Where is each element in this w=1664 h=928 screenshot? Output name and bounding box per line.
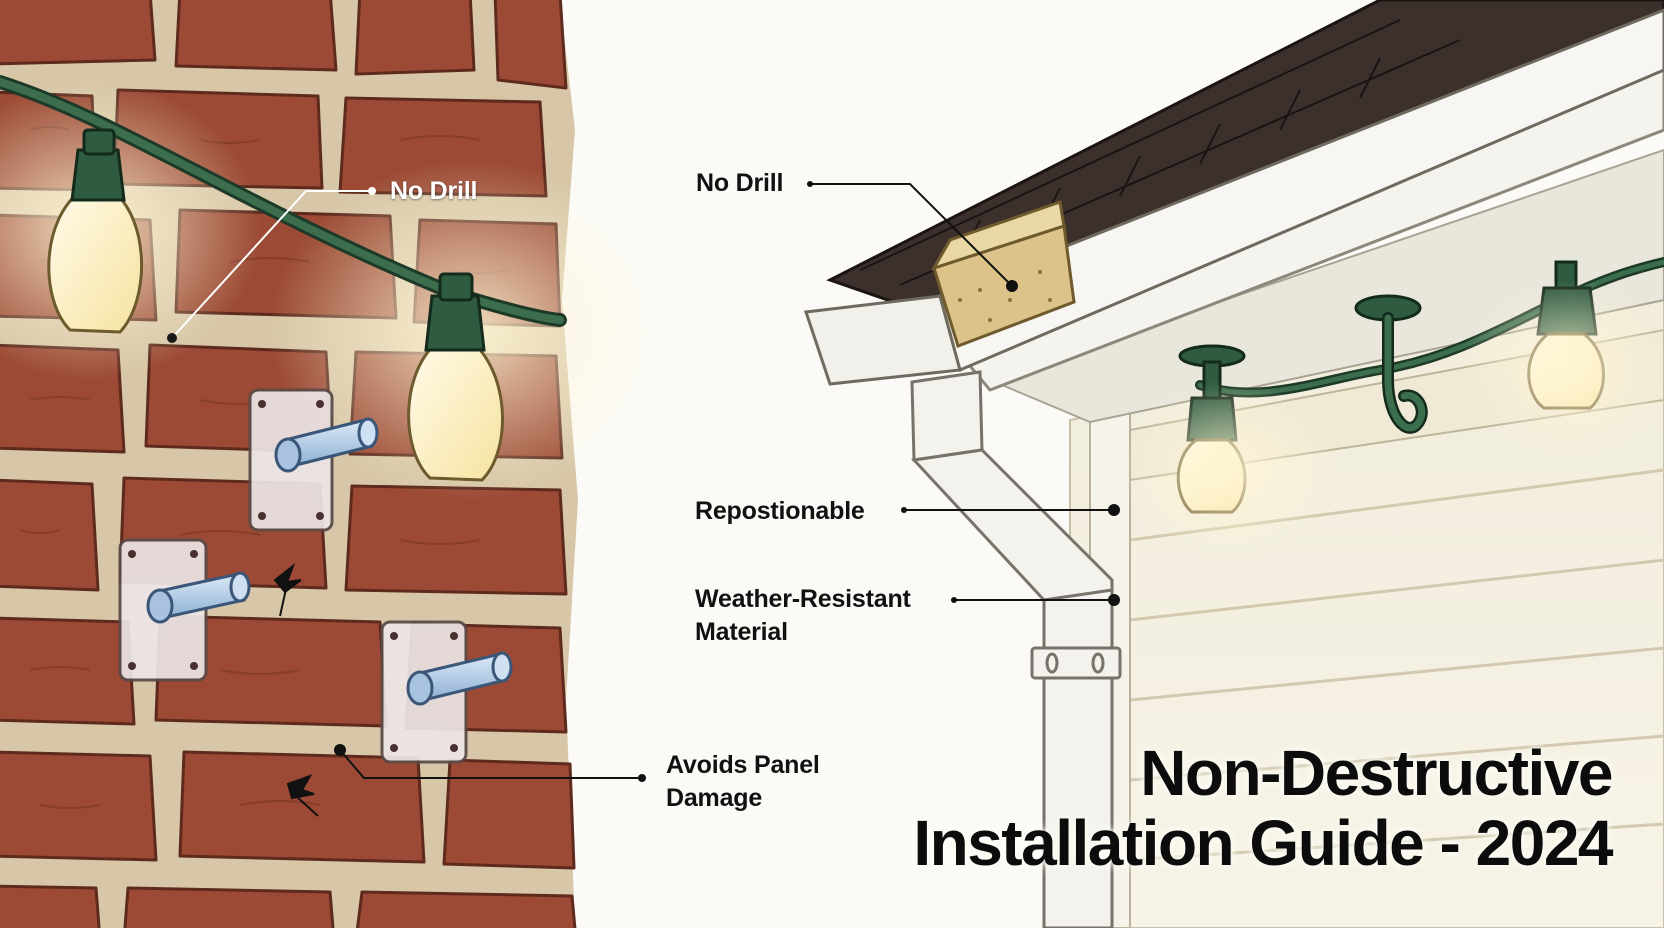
leader-avoids — [339, 749, 642, 779]
house-eave — [803, 0, 1664, 928]
leader-no-drill-roof — [810, 183, 1013, 287]
bulb-icon — [47, 128, 143, 334]
callout-repositionable: Repostionable — [695, 497, 865, 525]
leader-dot — [901, 507, 907, 513]
callout-leaders — [167, 181, 1120, 782]
title-line2: Installation Guide - 2024 — [913, 807, 1613, 879]
crack-icon — [273, 563, 319, 817]
leader-no-drill-brick — [171, 190, 372, 339]
callout-avoids-line2: Damage — [666, 784, 763, 812]
adhesive-block-icon — [930, 200, 1076, 348]
bulb-icon — [407, 272, 504, 482]
leader-dot — [1108, 594, 1120, 606]
callout-no-drill-roof: No Drill — [696, 169, 784, 197]
callout-avoids-panel-damage: Avoids Panel Damage — [666, 749, 820, 815]
leader-dot — [368, 187, 376, 195]
leader-dot — [167, 333, 177, 343]
brick-wall — [0, 0, 670, 928]
page-title: Non-Destructive Installation Guide - 202… — [913, 737, 1613, 879]
adhesive-hook-icon — [118, 538, 251, 682]
adhesive-hook-icon — [380, 620, 513, 764]
leader-dot — [1108, 504, 1120, 516]
callout-weather-line1: Weather-Resistant — [695, 585, 911, 613]
hook-icon — [1354, 294, 1428, 434]
callout-weather-resistant: Weather-Resistant Material — [695, 583, 911, 649]
leader-dot — [638, 774, 646, 782]
leader-dot — [1006, 280, 1018, 292]
leader-dot — [807, 181, 813, 187]
callout-avoids-line1: Avoids Panel — [666, 751, 820, 779]
leader-dot — [951, 597, 957, 603]
callout-no-drill-brick: No Drill — [390, 177, 478, 205]
downspout-icon — [910, 370, 1122, 928]
title-line1: Non-Destructive — [1140, 737, 1613, 809]
adhesive-hook-icon — [248, 388, 379, 532]
callout-weather-line2: Material — [695, 618, 788, 646]
leader-dot — [334, 744, 346, 756]
